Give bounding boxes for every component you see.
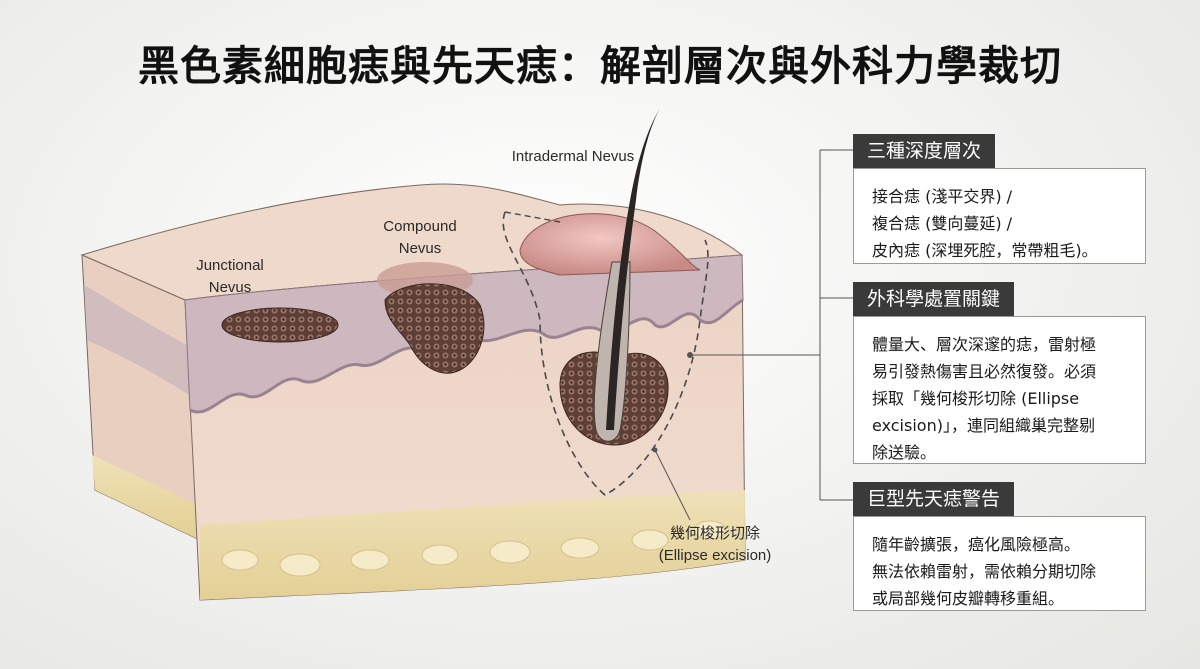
panel-line: 體量大、層次深邃的痣，雷射極 (872, 335, 1097, 354)
compound-nevus-nest (384, 283, 485, 374)
panel-depth-title: 三種深度層次 (853, 134, 996, 168)
intradermal-nevus-mound (519, 213, 701, 276)
left-face-epidermis (84, 285, 189, 395)
panel-surgical-body: 體量大、層次深邃的痣，雷射極 易引發熱傷害且必然復發。必須 採取「幾何梭形切除 … (854, 317, 1145, 466)
ellipse-leader-dot (652, 447, 658, 453)
fat-lobules (221, 520, 727, 577)
page-title: 黑色素細胞痣與先天痣：解剖層次與外科力學裁切 (138, 42, 1062, 90)
junctional-label-line2: Nevus (208, 279, 252, 296)
junctional-nevus-label: Junctional Nevus (180, 255, 280, 299)
panel-depth-body: 接合痣 (淺平交界) / 複合痣 (雙向蔓延) / 皮內痣 (深埋死腔，常帶粗毛… (854, 169, 1145, 264)
junctional-label-line1: Junctional (196, 257, 264, 274)
panel-line: excision)」，連同組織巢完整剔 (872, 416, 1095, 435)
panel-depth-layers: 接合痣 (淺平交界) / 複合痣 (雙向蔓延) / 皮內痣 (深埋死腔，常帶粗毛… (853, 168, 1146, 264)
panel-giant-warning: 隨年齡擴張，癌化風險極高。 無法依賴雷射，需依賴分期切除 或局部幾何皮瓣轉移重組… (853, 516, 1146, 611)
panel-line: 易引發熱傷害且必然復發。必須 (872, 362, 1097, 381)
compound-label-line2: Nevus (398, 240, 442, 257)
subcutaneous-fat (200, 490, 745, 600)
panel-line: 複合痣 (雙向蔓延) / (872, 214, 1013, 233)
panel-giant-body: 隨年齡擴張，癌化風險極高。 無法依賴雷射，需依賴分期切除 或局部幾何皮瓣轉移重組… (854, 517, 1145, 612)
ellipse-label-leader (654, 449, 691, 521)
intradermal-nevus-label: Intradermal Nevus (511, 148, 635, 165)
panel-line: 皮內痣 (深埋死腔，常帶粗毛)。 (872, 241, 1098, 260)
ellipse-label-line1: 幾何梭形切除 (669, 525, 760, 542)
panel-surgical-title: 外科學處置關鍵 (853, 282, 1015, 316)
connector-dot (687, 352, 693, 358)
panel-line: 隨年齡擴張，癌化風險極高。 (872, 535, 1081, 554)
panel-giant-warning-title: 巨型先天痣警告 (853, 482, 1015, 516)
panel-line: 或局部幾何皮瓣轉移重組。 (872, 589, 1065, 608)
hair-shaft (606, 108, 660, 430)
compound-label-line1: Compound (383, 218, 457, 235)
panel-line: 接合痣 (淺平交界) / (872, 187, 1013, 206)
ellipse-excision-outline (502, 211, 709, 496)
ellipse-label-line2: (Ellipse excision) (658, 547, 772, 564)
panel-line: 除送驗。 (872, 443, 937, 462)
junctional-nevus-nest (221, 307, 339, 343)
ellipse-excision-label: 幾何梭形切除 (Ellipse excision) (640, 523, 790, 567)
panel-line: 採取「幾何梭形切除 (Ellipse (872, 389, 1080, 408)
compound-nevus-label: Compound Nevus (368, 216, 472, 260)
panel-line: 無法依賴雷射，需依賴分期切除 (872, 562, 1097, 581)
panel-surgical-key: 體量大、層次深邃的痣，雷射極 易引發熱傷害且必然復發。必須 採取「幾何梭形切除 … (853, 316, 1146, 464)
left-face-fat (92, 455, 200, 540)
